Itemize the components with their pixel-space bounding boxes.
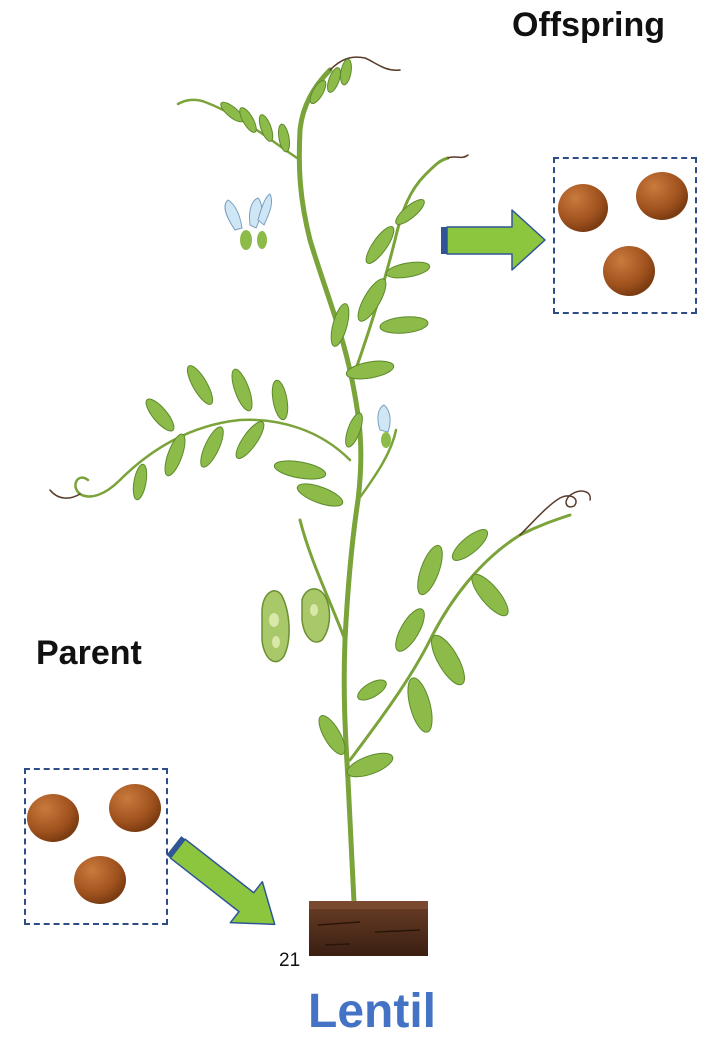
parent-seed-icon-1 xyxy=(27,794,79,842)
parent-seed-icon-3 xyxy=(74,856,126,904)
offspring-arrow-icon xyxy=(441,210,545,270)
offspring-seed-icon-3 xyxy=(603,246,655,296)
offspring-seed-icon-1 xyxy=(558,184,608,232)
offspring-seed-icon-2 xyxy=(636,172,688,220)
parent-seed-icon-2 xyxy=(109,784,161,832)
parent-arrow-icon xyxy=(158,825,291,945)
soil-block-icon xyxy=(309,901,428,956)
lentil-plant-icon xyxy=(50,57,590,902)
